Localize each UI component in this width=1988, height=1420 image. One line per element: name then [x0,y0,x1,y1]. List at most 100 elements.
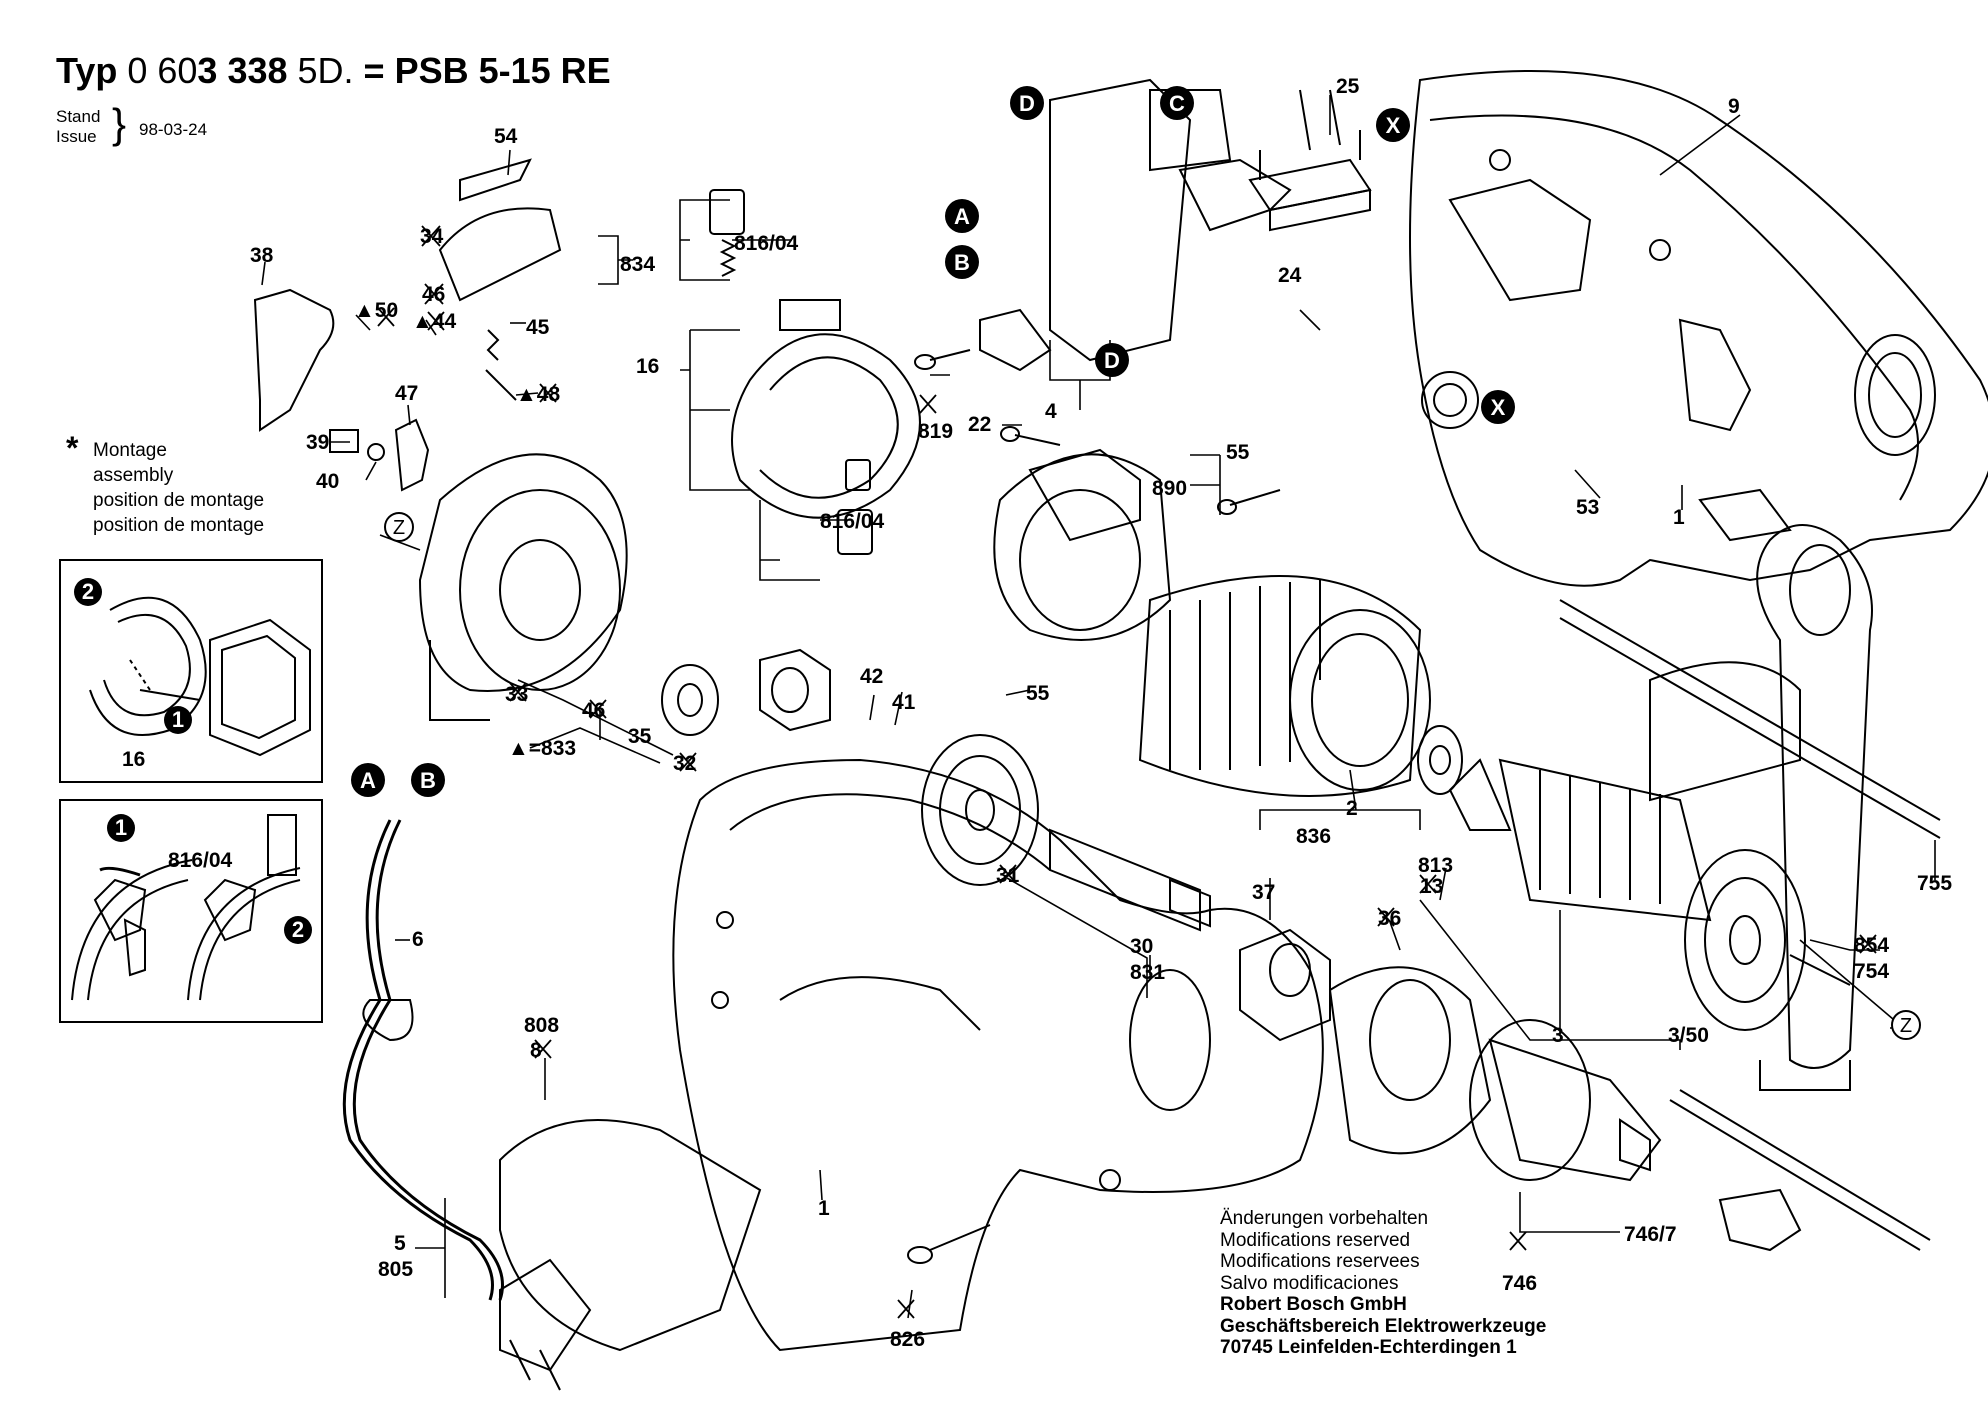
part-39 [329,429,359,453]
chuck-key [1669,1089,1931,1252]
marker-step2-upper: 2 [74,578,102,606]
marker-x-lower: X [1481,390,1515,424]
part-label-30: 30 [1130,935,1153,958]
part-48 [485,369,517,401]
part-label-39: 39 [306,431,329,454]
part-label-854: 854 [1854,934,1889,957]
part-label-816c: 816/04 [168,849,233,872]
carbon-brush-lower [837,459,873,555]
svg-text:2: 2 [292,917,304,942]
part-label-746_7: 746/7 [1624,1223,1677,1246]
bearing-13 [1417,725,1463,795]
part-label-754: 754 [1854,960,1889,983]
inset-box-lower [59,799,323,1023]
drill-chuck [1469,1019,1662,1182]
part-label-755: 755 [1917,872,1952,895]
svg-text:Z: Z [393,517,405,539]
inset-lower-drawing [71,814,301,1001]
marker-z-right: Z [1891,1010,1921,1040]
part-label-4: 4 [1045,400,1057,423]
bearing-flange-36 [1328,966,1492,1155]
part-label-32: 32 [673,752,696,775]
part-label-42: 42 [860,665,883,688]
part-label-816b: 816/04 [820,510,885,533]
sleeve-37 [1239,928,1331,1042]
svg-text:C: C [1169,91,1185,116]
part-label-2: 2 [1346,797,1358,820]
svg-text:B: B [954,250,970,275]
part-label-44: ▲44 [412,310,456,333]
part-label-6: 6 [412,928,424,951]
marker-c: C [1160,86,1194,120]
leader-lines [261,95,1936,1319]
part-label-54: 54 [494,125,518,148]
stator [1138,575,1431,797]
part-47 [394,418,430,492]
spindle-30 [1049,828,1211,932]
marker-circles: D C A B D X X A B 2 1 1 2 Z Z [74,86,1921,1040]
carbon-brush-upper [709,189,745,277]
part-label-350: 3/50 [1668,1024,1709,1047]
svg-text:D: D [1019,91,1035,116]
part-label-833: ▲=833 [508,737,576,760]
part-label-831: 831 [1130,961,1165,984]
part-label-826: 826 [890,1328,925,1351]
issue-date: 98-03-24 [139,120,208,139]
svg-text:A: A [954,204,970,229]
marker-step1-upper: 1 [164,706,192,734]
part-label-46b: 46 [582,699,605,722]
marker-z-left: Z [384,512,414,542]
part-label-22: 22 [968,413,991,436]
marker-a-lower: A [351,763,385,797]
marker-d-upper: D [1010,86,1044,120]
marker-x-upper: X [1376,108,1410,142]
footer-notes: Änderungen vorbehalten Modifications res… [1220,1208,1547,1358]
part-label-48: ▲48 [516,383,560,406]
marker-b-lower: B [411,763,445,797]
part-label-5: 5 [394,1232,406,1255]
switch-cover [499,1119,762,1352]
inset-upper-drawing [89,596,311,757]
svg-text:1: 1 [172,707,184,732]
part-label-890: 890 [1152,477,1187,500]
part-label-47: 47 [395,382,418,405]
diagram-title: Typ 0 603 338 5D. = PSB 5-15 RE [56,50,611,91]
part-label-55a: 55 [1226,441,1250,464]
marker-step2-lower: 2 [284,916,312,944]
slider-25 [1248,89,1372,232]
part-label-38: 38 [250,244,274,267]
part-label-1b: 1 [818,1197,830,1220]
part-label-813: 813 [1418,854,1453,877]
part-label-40: 40 [316,470,339,493]
part-label-37: 37 [1252,881,1275,904]
fan-32 [759,648,831,732]
part-label-746: 746 [1502,1272,1537,1295]
part-label-3: 3 [1552,1024,1564,1047]
part-label-16: 16 [636,355,659,378]
crossout-marks [377,225,1877,1319]
switch-lever-38 [253,288,335,432]
part-label-805: 805 [378,1258,413,1281]
part-label-834: 834 [620,253,655,276]
svg-text:X: X [1491,395,1506,420]
screw-890 [1217,489,1281,515]
housing-half-right [1409,70,1988,587]
part-label-53: 53 [1576,496,1599,519]
assembly-note: Montage assembly position de montage pos… [93,440,265,536]
inset-box-upper [59,559,323,783]
svg-text:Z: Z [1900,1015,1912,1037]
marker-b-upper: B [945,245,979,279]
brace-symbol: } [112,100,127,147]
marker-step1-lower: 1 [107,814,135,842]
assembly-star-symbol: * [66,430,79,466]
part-label-9: 9 [1728,95,1740,118]
screw-826 [907,1224,991,1264]
side-handle [1559,524,1941,1091]
switch [979,78,1292,372]
power-cord [342,819,504,1301]
svg-text:D: D [1104,348,1120,373]
